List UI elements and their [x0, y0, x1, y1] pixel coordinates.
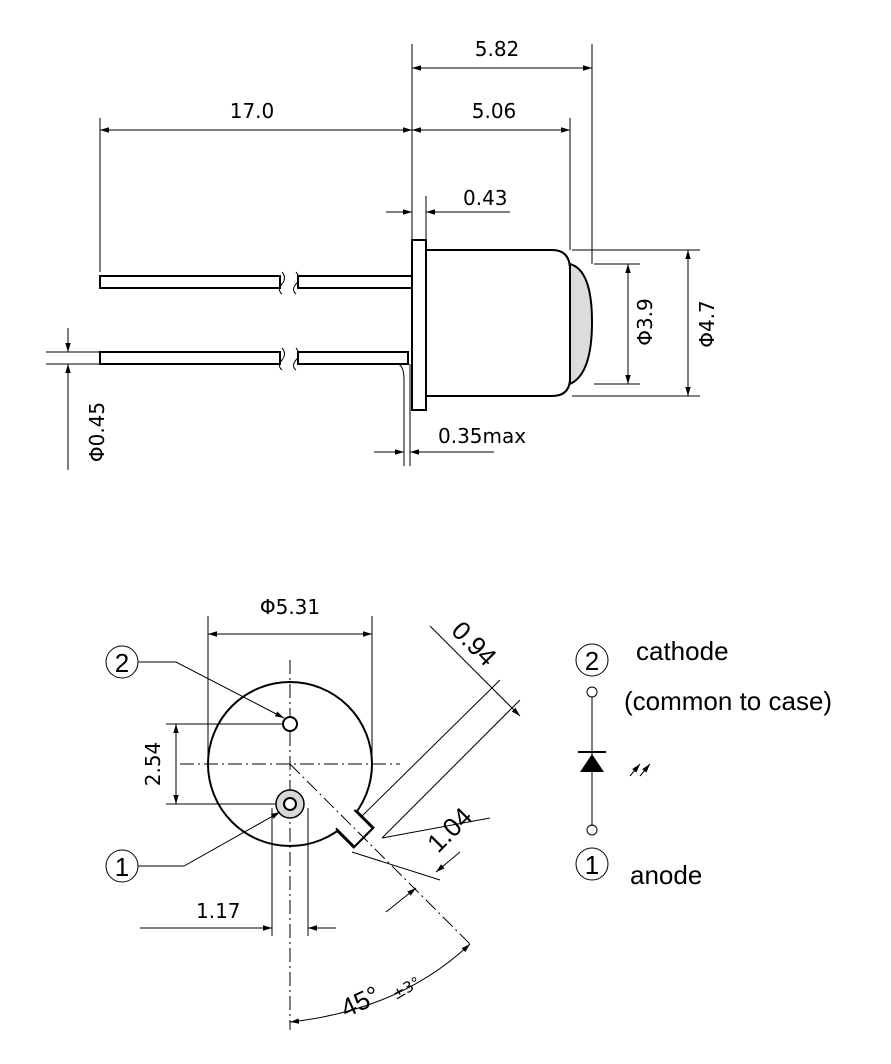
dim-label-5-82: 5.82 — [475, 37, 520, 61]
dim-label-phi0-45: Φ0.45 — [85, 402, 109, 462]
schematic-pin-2 — [575, 643, 609, 677]
anode-label: anode — [630, 860, 702, 890]
callout-pin-2-num: 2 — [115, 648, 129, 678]
dim-label-0-43: 0.43 — [463, 186, 508, 210]
diode-triangle-icon — [580, 754, 604, 772]
callout-pin-1-num: 1 — [115, 852, 129, 882]
break-mark — [293, 347, 299, 371]
break-mark — [293, 271, 299, 295]
dim-label-0-35max: 0.35max — [438, 424, 526, 448]
dim-label-phi3-9: Φ3.9 — [633, 298, 657, 346]
schematic-pin-2-num: 2 — [585, 646, 599, 676]
dim-label-0-94: 0.94 — [446, 615, 503, 672]
schematic-pin-1-num: 1 — [585, 850, 599, 880]
break-mark — [279, 347, 285, 371]
dim-label-angle-tol: ±3° — [389, 973, 424, 1003]
angle-arc — [289, 943, 471, 1024]
dim-label-phi5-31: Φ5.31 — [260, 595, 320, 619]
upper-lead — [99, 275, 413, 289]
schematic-symbol: 2 cathode (common to case) 1 anode — [575, 636, 832, 890]
dim-label-1-17: 1.17 — [196, 899, 241, 923]
lens — [569, 262, 594, 386]
break-mark — [279, 271, 285, 295]
light-arrow-icon — [629, 763, 641, 777]
bottom-view: 2 1 Φ5.31 2.54 1.17 0.94 1.04 — [105, 595, 521, 1030]
dim-label-5-06: 5.06 — [472, 99, 517, 123]
can-body — [425, 249, 571, 397]
pin-1 — [283, 797, 297, 811]
pin-2 — [282, 716, 298, 732]
dim-label-phi4-7: Φ4.7 — [695, 300, 719, 348]
dim-label-2-54: 2.54 — [141, 742, 165, 787]
side-view: 5.82 5.06 17.0 0.43 Φ3.9 Φ4.7 Φ0.45 0.35… — [46, 37, 719, 470]
lower-lead — [99, 351, 411, 466]
cathode-label: cathode — [636, 636, 729, 666]
cathode-note: (common to case) — [624, 686, 832, 716]
schematic-pin-1 — [575, 847, 609, 881]
dim-label-angle: 45° — [336, 980, 384, 1024]
dim-label-17-0: 17.0 — [230, 99, 275, 123]
dim-label-1-04: 1.04 — [421, 801, 478, 858]
flange — [411, 239, 427, 411]
light-arrow-icon — [639, 763, 651, 777]
